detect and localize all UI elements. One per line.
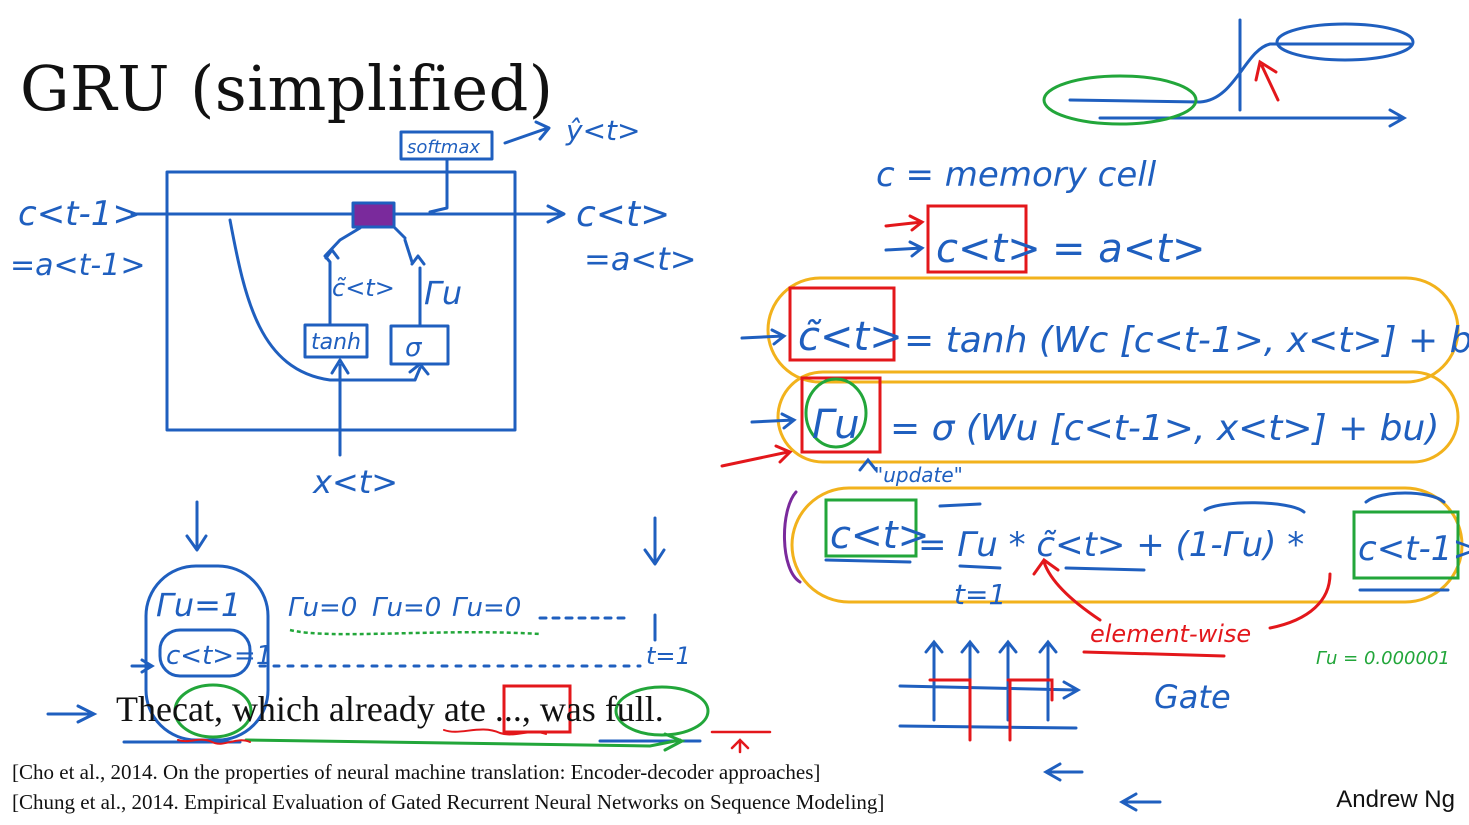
gamma-u-label: Γu [424, 274, 462, 312]
gate-zero-c: Γu=0 [452, 593, 521, 623]
sigmoid-curve [1068, 42, 1412, 104]
gate-label: Gate [1154, 678, 1231, 716]
example-sentence: Thecat, which already ate ..., was full. [116, 688, 664, 730]
gate-grid [898, 642, 1078, 730]
eq1-lhs: c<t> [936, 226, 1041, 272]
softmax-label: softmax [407, 137, 480, 158]
eq4-rhs: c<t-1> [1358, 529, 1469, 569]
t-eq-one: t=1 [954, 578, 1006, 611]
eq2-rhs: = tanh (Wc [c<t-1>, x<t>] + bc) [904, 320, 1469, 361]
a-prev-label: =a<t-1> [10, 248, 145, 283]
eq4-lhs: c<t> [830, 513, 929, 557]
y-hat-label: ŷ<t> [565, 114, 640, 147]
tanh-label: tanh [311, 330, 361, 355]
eq2-oval [766, 276, 1460, 384]
word-cat: cat [171, 689, 214, 729]
slide-title: GRU (simplified) [20, 52, 554, 125]
eq4-mid: = Γu * c̃<t> + (1-Γu) * [918, 525, 1304, 565]
softmax-link [428, 158, 449, 214]
x-input-label: x<t> [312, 463, 398, 501]
reference-cho: [Cho et al., 2014. On the properties of … [12, 760, 821, 784]
tanh-box [303, 323, 369, 359]
eq2-box [788, 286, 896, 362]
word-was: was [539, 689, 596, 729]
was-circle [614, 685, 710, 737]
eq3-lhs: Γu [812, 402, 860, 448]
eq3-oval [776, 370, 1460, 464]
c-prev-label: c<t-1> [18, 194, 141, 234]
word-which-already: , which already [213, 689, 444, 729]
reference-chung: [Chung et al., 2014. Empirical Evaluatio… [12, 790, 885, 814]
cell-one-label: c<t>=1 [166, 641, 272, 671]
sigmoid-low-circle [1042, 74, 1198, 126]
update-label: "update" [874, 463, 963, 487]
eq4-rhs-box [1352, 510, 1460, 580]
ctilde-line [323, 226, 362, 327]
eq3-rhs: = σ (Wu [c<t-1>, x<t>] + bu) [890, 408, 1439, 449]
c-tilde-label: c̃<t> [332, 274, 395, 302]
cat-circle [173, 683, 253, 739]
element-wise-label: element-wise [1090, 620, 1251, 648]
word-ellipsis: ..., [485, 689, 540, 729]
c-out-label: c<t> [576, 194, 670, 235]
softmax-arrow [503, 120, 551, 145]
word-ate: ate [443, 689, 486, 729]
t-one-label: t=1 [646, 642, 691, 670]
eq4-oval [790, 486, 1464, 604]
sigma-label: σ [405, 333, 423, 363]
eq1-box [926, 204, 1028, 274]
gamma-line [403, 238, 414, 264]
eq4-lhs-box [824, 498, 918, 558]
gru-cell-diagram [130, 120, 666, 566]
purple-op-box [351, 201, 396, 229]
eq2-lhs: c̃<t> [798, 314, 903, 360]
word-full: full. [595, 689, 664, 729]
sigmoid-axis [1098, 18, 1402, 120]
gamma-small-label: Γu = 0.000001 [1316, 648, 1450, 669]
gate-one-label: Γu=1 [156, 586, 241, 624]
author-name: Andrew Ng [1336, 786, 1455, 813]
eq1-rhs: = a<t> [1052, 226, 1205, 272]
word-the: The [116, 689, 172, 729]
gate-zero-a: Γu=0 [288, 593, 357, 623]
memory-cell-label: c = memory cell [876, 155, 1157, 195]
a-out-label: =a<t> [584, 240, 697, 278]
feed-line [228, 218, 422, 382]
arrow-right-head [546, 204, 566, 224]
gate-zero-b: Γu=0 [372, 593, 441, 623]
